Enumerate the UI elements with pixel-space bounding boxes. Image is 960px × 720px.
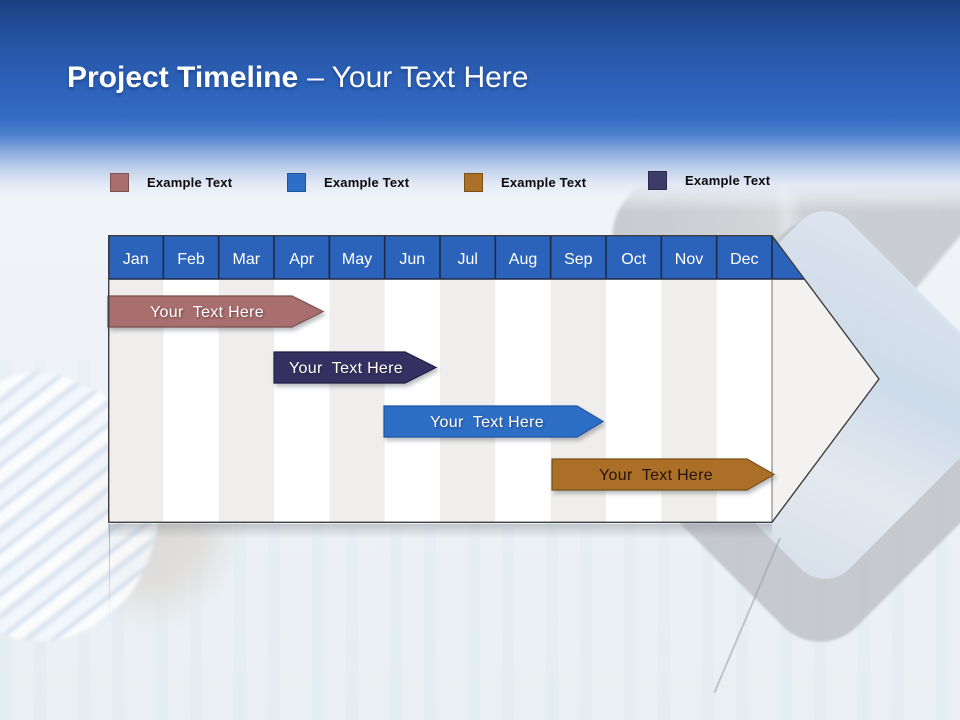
legend-label: Example Text — [685, 172, 771, 188]
month-label: Jun — [399, 251, 425, 268]
month-header-band — [108, 235, 880, 279]
title-main: Project Timeline — [67, 61, 299, 94]
gantt-bar-label: Your Text Here — [150, 304, 264, 321]
legend-swatch — [648, 170, 667, 190]
legend-swatch — [464, 172, 483, 192]
gantt-bar-3 — [383, 405, 605, 438]
gantt-bar-label: Your Text Here — [430, 414, 544, 431]
color-swatch — [110, 172, 129, 192]
month-label: Sep — [564, 251, 593, 268]
month-label: Apr — [289, 251, 315, 268]
legend-item: Example Text — [464, 172, 586, 192]
legend-item: Example Text — [287, 172, 409, 192]
month-column — [329, 279, 385, 523]
gantt-bar-label: Your Text Here — [289, 360, 403, 377]
month-label: Jan — [123, 251, 149, 268]
month-label: May — [342, 251, 372, 268]
title-sub: – Your Text Here — [307, 61, 529, 94]
gantt-bar-label: Your Text Here — [599, 467, 713, 484]
month-label: Dec — [730, 251, 758, 268]
gantt-bar-2 — [273, 351, 438, 384]
month-label: Oct — [621, 251, 646, 268]
legend-item: Example Text — [110, 172, 232, 192]
month-label: Nov — [675, 251, 703, 268]
page-title: Project Timeline – Your Text Here — [67, 61, 528, 94]
table-edge-reflection — [109, 524, 110, 622]
gantt-bar-4 — [551, 458, 776, 491]
month-column — [440, 279, 496, 523]
legend-label: Example Text — [324, 174, 410, 190]
month-label: Jul — [457, 251, 477, 268]
legend-label: Example Text — [501, 174, 587, 190]
legend-swatch — [287, 172, 306, 192]
table-shadow-reflection — [108, 524, 772, 538]
month-label: Aug — [509, 251, 537, 268]
big-arrow-outline — [108, 235, 880, 523]
legend-swatch — [110, 172, 129, 192]
legend-label: Example Text — [147, 174, 233, 190]
color-swatch — [287, 172, 306, 192]
timeline-gantt-chart: Jan Feb Mar Apr May Jun Jul Aug Sep Oct … — [107, 235, 880, 523]
month-label: Feb — [177, 251, 205, 268]
color-swatch — [464, 172, 483, 192]
legend-item: Example Text — [648, 170, 770, 190]
month-label: Mar — [233, 251, 261, 268]
color-swatch — [648, 170, 667, 190]
